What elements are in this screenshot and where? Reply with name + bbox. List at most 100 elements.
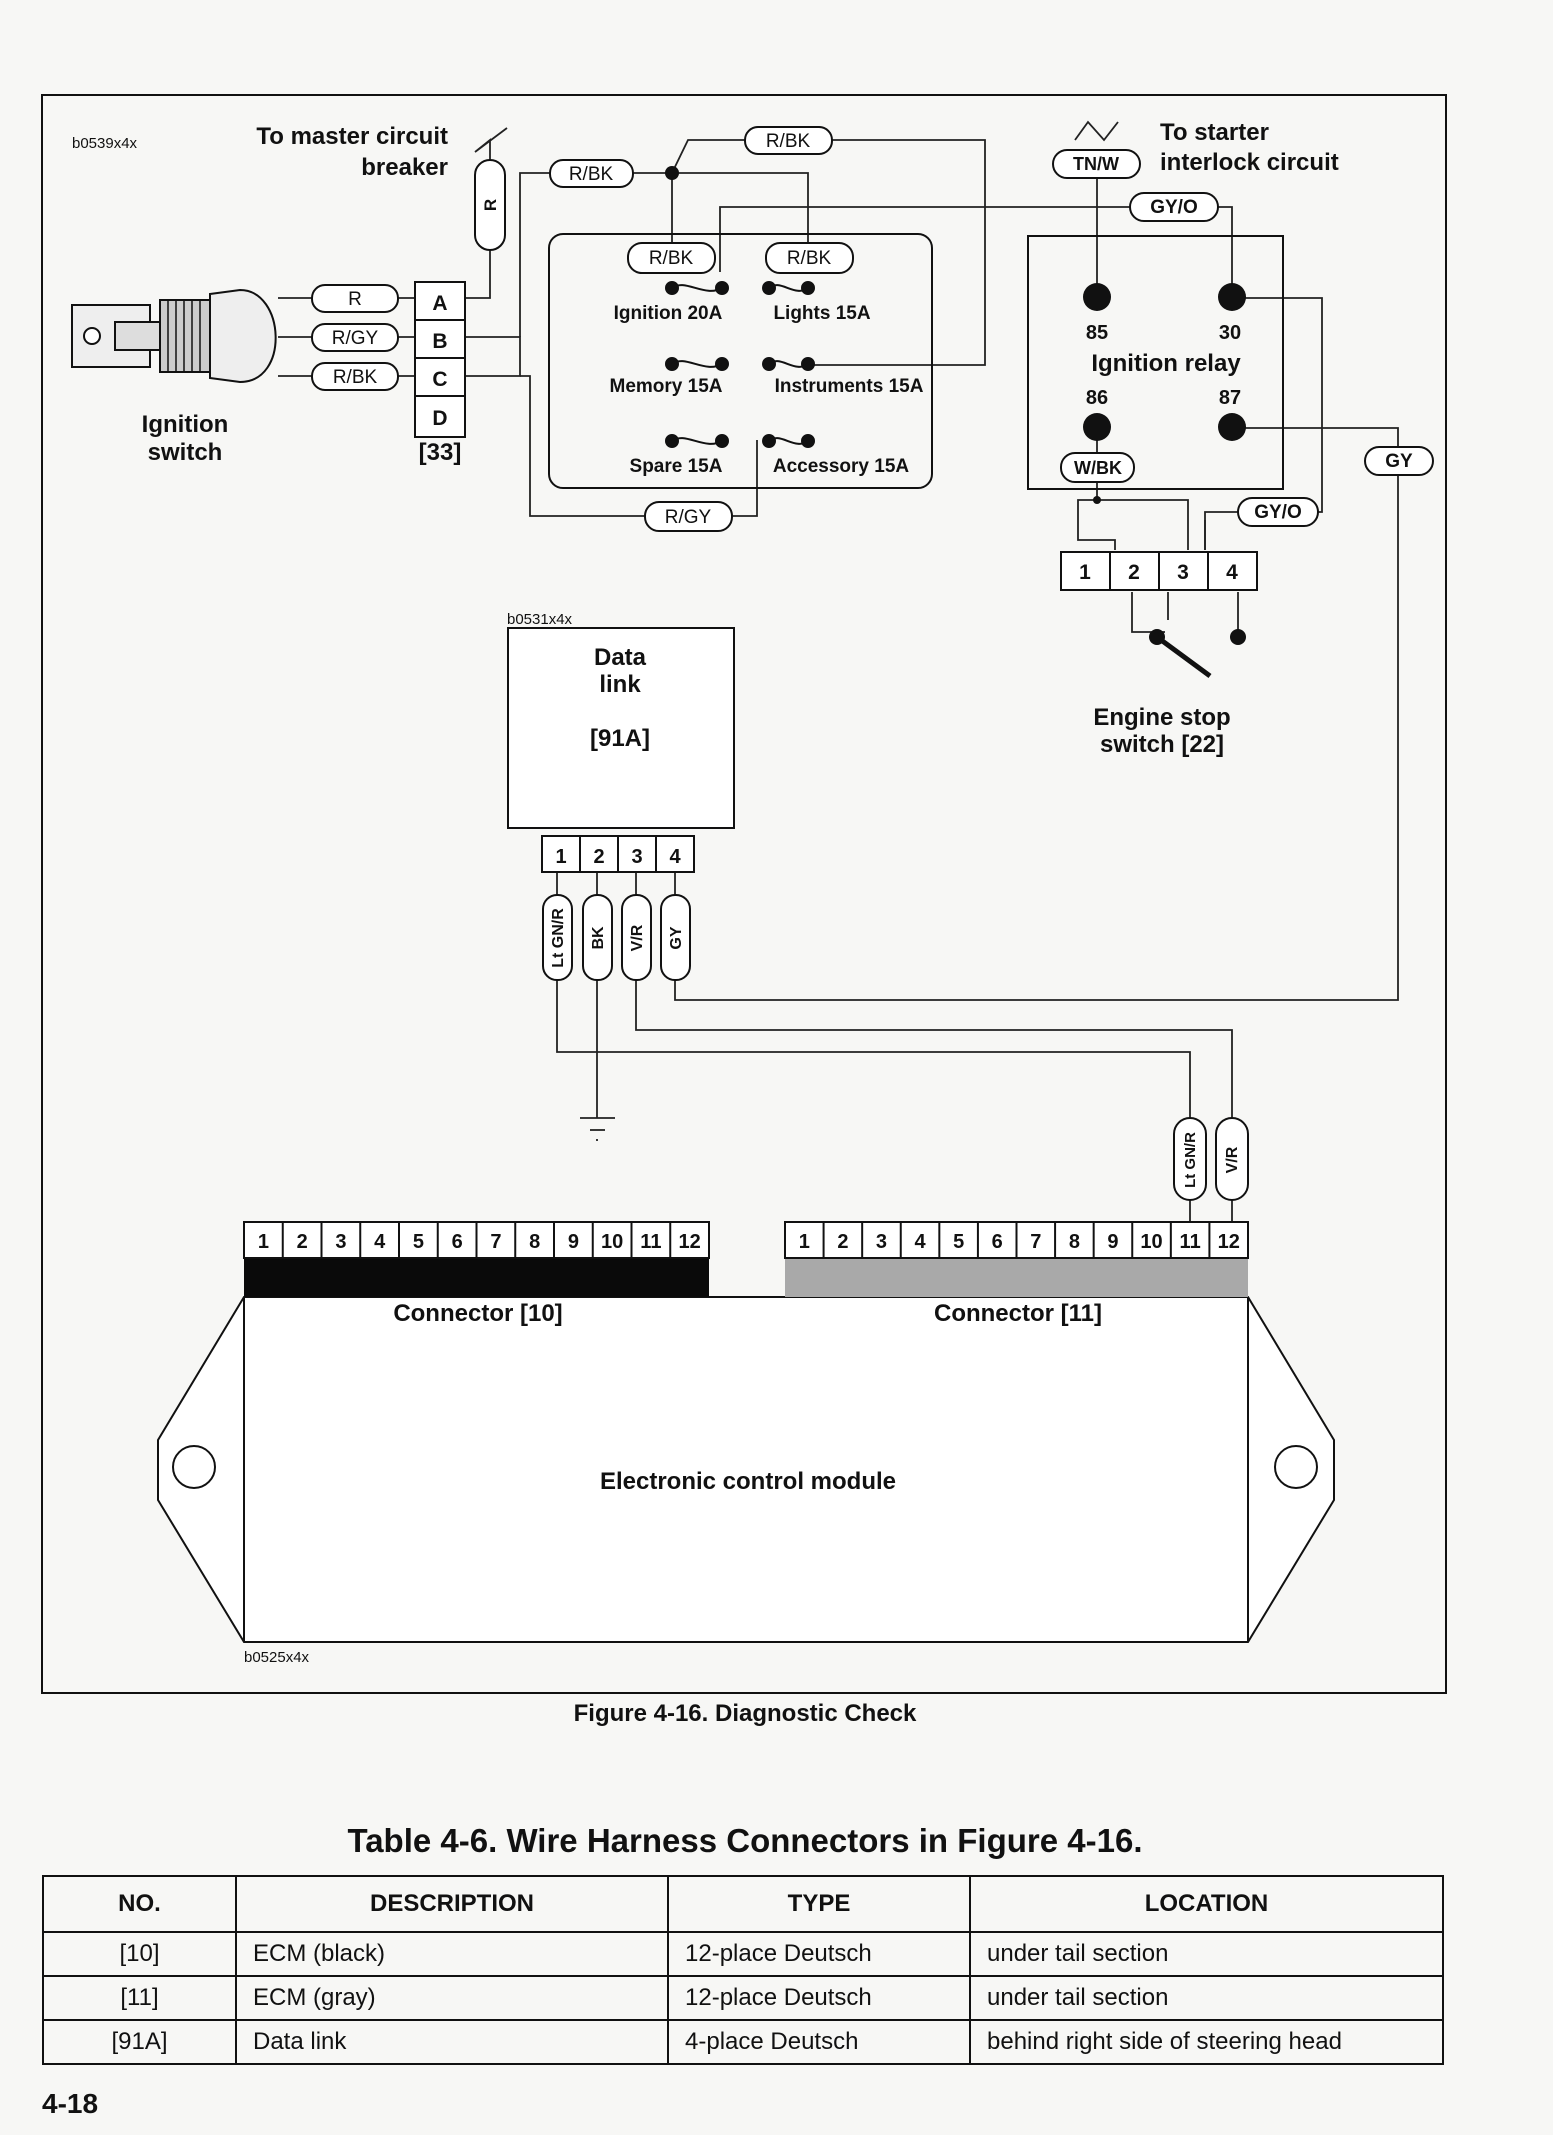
connector-10-pin: 5 xyxy=(413,1231,424,1253)
ignition-switch-icon xyxy=(71,288,277,384)
connector-10-pin: 8 xyxy=(529,1231,540,1253)
datalink-wire-1: Lt GN/R xyxy=(550,908,567,968)
ignition-switch-label-2: switch xyxy=(148,439,223,466)
figure-ref-datalink: b0531x4x xyxy=(507,611,573,628)
datalink-pin-3: 3 xyxy=(631,846,642,868)
wire-tag-wbk xyxy=(1060,452,1135,483)
datalink-wire-4: GY xyxy=(668,926,685,949)
stop-switch-label-1: Engine stop xyxy=(1093,704,1230,731)
connector-10-label: Connector [10] xyxy=(393,1300,562,1327)
switch-lever-icon xyxy=(1155,634,1212,679)
connector-10-pin: 6 xyxy=(452,1231,463,1253)
wire-tag-rbk-fuse1-text: R/BK xyxy=(649,248,694,269)
ignition-relay xyxy=(1027,235,1284,490)
wire-tag-rbk-fuse2-text: R/BK xyxy=(787,248,832,269)
connector-11-pin: 9 xyxy=(1107,1231,1118,1253)
wire-tag-r: R xyxy=(348,289,362,310)
fuse-box xyxy=(548,233,933,489)
cell-description: Data link xyxy=(235,2019,669,2065)
table-row: [91A] Data link 4-place Deutsch behind r… xyxy=(42,2019,1444,2065)
connector-10-pin: 11 xyxy=(640,1231,661,1253)
datalink-pin-4: 4 xyxy=(669,846,681,868)
fuse-memory: Memory 15A xyxy=(610,376,723,397)
fuse-lights: Lights 15A xyxy=(773,303,870,324)
junction-dot xyxy=(1093,496,1101,504)
connector33-pin-b: B xyxy=(432,330,447,353)
wire-tag-rbk: R/BK xyxy=(333,367,378,388)
wire-tag-rbk-left-text: R/BK xyxy=(569,164,614,185)
wire-tag-ecm-11 xyxy=(1173,1117,1207,1201)
relay-terminal-85 xyxy=(1083,283,1111,311)
page-number: 4-18 xyxy=(42,2088,99,2119)
connector-33: A B C D xyxy=(414,281,466,438)
table-row: [11] ECM (gray) 12-place Deutsch under t… xyxy=(42,1975,1444,2021)
datalink-connector: 1 2 3 4 xyxy=(541,835,695,873)
relay-pin-30: 30 xyxy=(1219,322,1241,344)
connector-10-pin: 2 xyxy=(297,1231,308,1253)
wire-tag-ecm-12 xyxy=(1215,1117,1249,1201)
connector33-pin-a: A xyxy=(432,292,447,315)
wire-tag-rbk-top xyxy=(744,126,833,155)
header-no: NO. xyxy=(42,1875,237,1933)
relay-pin-85: 85 xyxy=(1086,322,1108,344)
relay-pin-87: 87 xyxy=(1219,387,1241,409)
datalink-wire-tags: Lt GN/R BK V/R GY xyxy=(542,894,691,981)
fuse-instruments: Instruments 15A xyxy=(775,376,924,397)
figure-frame xyxy=(41,94,1447,1694)
data-link-box xyxy=(507,627,735,829)
stop-switch-pin-4: 4 xyxy=(1226,561,1238,584)
stop-switch-connector: 1 2 3 4 xyxy=(1060,551,1258,591)
connector-11-pin: 7 xyxy=(1030,1231,1041,1253)
wiring-diagram: b0539x4x xyxy=(41,94,1447,1694)
connector-11-pin: 1 xyxy=(799,1231,810,1253)
connector-11-pin: 3 xyxy=(876,1231,887,1253)
ecm-label: Electronic control module xyxy=(600,1468,896,1495)
wire-tag-gyo-mid-text: GY/O xyxy=(1254,502,1302,523)
connector33-label: [33] xyxy=(419,439,462,466)
wire-tag: R R/GY R/BK xyxy=(311,284,399,391)
master-breaker-label-1: To master circuit xyxy=(256,123,448,150)
cell-location: behind right side of steering head xyxy=(969,2019,1444,2065)
connector-11-pin: 10 xyxy=(1140,1231,1162,1253)
wire-tag-r-vertical-text: R xyxy=(481,199,500,211)
wire-tag-rbk-left xyxy=(549,159,634,188)
connector-10-pin: 3 xyxy=(335,1231,346,1253)
connector-11-pin: 5 xyxy=(953,1231,964,1253)
wire-tag-gy-right-text: GY xyxy=(1385,451,1413,472)
wires xyxy=(277,120,1399,1225)
mount-hole-left-icon xyxy=(172,1445,216,1489)
fuse-accessory: Accessory 15A xyxy=(773,456,910,477)
wire-tag-ecm-11-text: Lt GN/R xyxy=(1182,1132,1199,1188)
wire-tag-tnw-text: TN/W xyxy=(1073,154,1119,174)
fuse-spare: Spare 15A xyxy=(630,456,723,477)
wire-tag-gyo-mid xyxy=(1237,497,1319,527)
connector-11-pin: 11 xyxy=(1180,1231,1201,1253)
cell-no: [11] xyxy=(42,1975,237,2021)
connector-10-pin: 1 xyxy=(258,1231,269,1253)
datalink-wire-2: BK xyxy=(590,926,607,950)
relay-terminal-87 xyxy=(1218,413,1246,441)
connector33-pin-d: D xyxy=(432,407,447,430)
wire-tag-gyo-top xyxy=(1129,192,1219,222)
fuse-ignition: Ignition 20A xyxy=(614,303,723,324)
fuse-symbols xyxy=(665,281,815,448)
mount-hole-right-icon xyxy=(1274,1445,1318,1489)
wire-tag-ecm-12-text: V/R xyxy=(1224,1146,1241,1173)
wire-tag-rbk-top-text: R/BK xyxy=(766,131,811,152)
cell-location: under tail section xyxy=(969,1931,1444,1977)
datalink-label-2: link xyxy=(599,671,641,698)
connector-11-pin: 12 xyxy=(1218,1231,1240,1253)
datalink-ref: [91A] xyxy=(590,725,650,752)
master-breaker-label-2: breaker xyxy=(361,154,448,181)
connector-11-pin: 8 xyxy=(1069,1231,1080,1253)
stop-switch-pin-1: 1 xyxy=(1079,561,1091,584)
ignition-switch-label-1: Ignition xyxy=(142,411,229,438)
connector-11-band xyxy=(785,1259,1248,1297)
wire-tag-wbk-text: W/BK xyxy=(1074,458,1122,478)
connector-10-pin: 12 xyxy=(679,1231,701,1253)
junction-dot xyxy=(665,166,679,180)
table-header-row: NO. DESCRIPTION TYPE LOCATION xyxy=(42,1875,1444,1933)
connector33-pin-c: C xyxy=(432,368,447,391)
stop-switch-pin-2: 2 xyxy=(1128,561,1140,584)
wire-tag-rbk-fuse2 xyxy=(765,242,854,274)
